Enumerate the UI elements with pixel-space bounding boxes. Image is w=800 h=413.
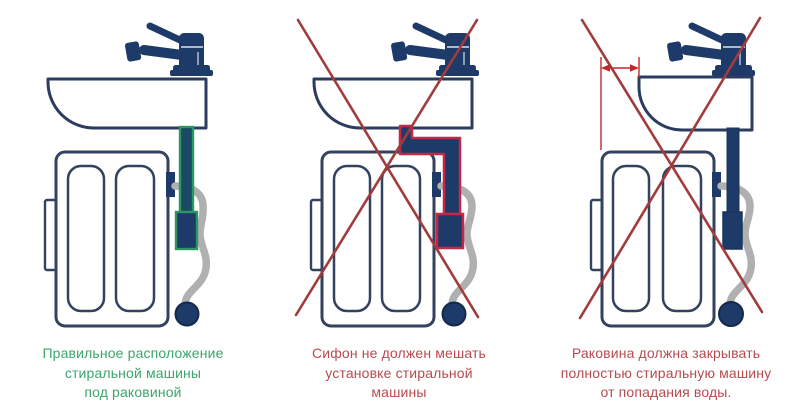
faucet-spout <box>405 45 453 60</box>
overhang-dimension-arrow <box>600 57 640 150</box>
faucet-icon <box>667 22 755 76</box>
narrow-sink <box>637 75 754 132</box>
hose-outlet <box>712 172 721 197</box>
machine-drum-left <box>66 164 106 313</box>
caption-line: Правильное расположение <box>42 345 224 361</box>
panel-sink-coverage: Раковина должна закрывать полностью стир… <box>532 0 800 413</box>
washing-machine <box>589 150 716 328</box>
machine-drum-right <box>661 164 703 313</box>
faucet-body <box>179 33 204 70</box>
caption-line: полностью стиральную машину <box>560 364 772 381</box>
faucet-spout <box>681 45 729 60</box>
caption-line: установке стиральной <box>325 364 473 381</box>
drain-hose-plug <box>441 301 467 327</box>
sink <box>46 77 208 130</box>
washing-machine <box>309 150 436 328</box>
diagram-correct-placement <box>43 22 213 328</box>
faucet-spout-tip <box>667 41 684 62</box>
caption-line: Сифон не должен мешать <box>312 345 486 361</box>
caption-correct-placement: Правильное расположение стиральной машин… <box>0 344 266 403</box>
faucet-icon <box>125 22 213 76</box>
caption-line: от попадания воды. <box>600 384 732 400</box>
drain-hose-plug <box>174 301 200 327</box>
washing-machine <box>43 150 170 328</box>
faucet-lever <box>688 22 728 45</box>
faucet-lever <box>412 22 452 45</box>
machine-drum-left <box>611 164 651 313</box>
machine-drum-right <box>114 164 156 313</box>
panel-correct-placement: Правильное расположение стиральной машин… <box>0 0 266 413</box>
navy-drain-pipe <box>726 127 740 215</box>
faucet-spout <box>139 45 187 60</box>
caption-line: машины <box>371 384 427 400</box>
caption-sink-coverage: Раковина должна закрывать полностью стир… <box>532 344 800 403</box>
prohibition-cross-icon <box>578 16 764 320</box>
panel-siphon-interference: Сифон не должен мешать установке стираль… <box>266 0 532 413</box>
caption-line: под раковиной <box>84 384 182 400</box>
machine-drum-right <box>380 164 422 313</box>
drain-hose <box>437 182 478 315</box>
hose-outlet <box>166 172 175 197</box>
green-drain-pipe <box>178 125 195 216</box>
drain-hose-plug <box>718 301 744 327</box>
machine-drum-left <box>332 164 372 313</box>
caption-line: Раковина должна закрывать <box>571 345 761 361</box>
caption-siphon-interference: Сифон не должен мешать установке стираль… <box>266 344 532 403</box>
machine-side-panel <box>309 198 324 272</box>
faucet-lever <box>146 22 186 45</box>
green-siphon <box>174 210 199 251</box>
diagram-sink-coverage <box>578 16 764 328</box>
machine-side-panel <box>589 198 604 272</box>
siphon <box>435 212 465 250</box>
prohibition-cross-icon <box>294 18 480 319</box>
drain-hose <box>717 182 756 315</box>
faucet-icon <box>391 22 479 76</box>
faucet-spout-tip <box>125 41 142 62</box>
caption-line: стиральной машины <box>64 364 202 381</box>
hose-outlet <box>432 172 441 197</box>
navy-siphon <box>722 211 743 250</box>
faucet-spout-tip <box>391 41 408 62</box>
drain-hose <box>171 182 211 315</box>
machine-side-panel <box>43 198 58 272</box>
diagram-siphon-interference <box>294 18 480 328</box>
